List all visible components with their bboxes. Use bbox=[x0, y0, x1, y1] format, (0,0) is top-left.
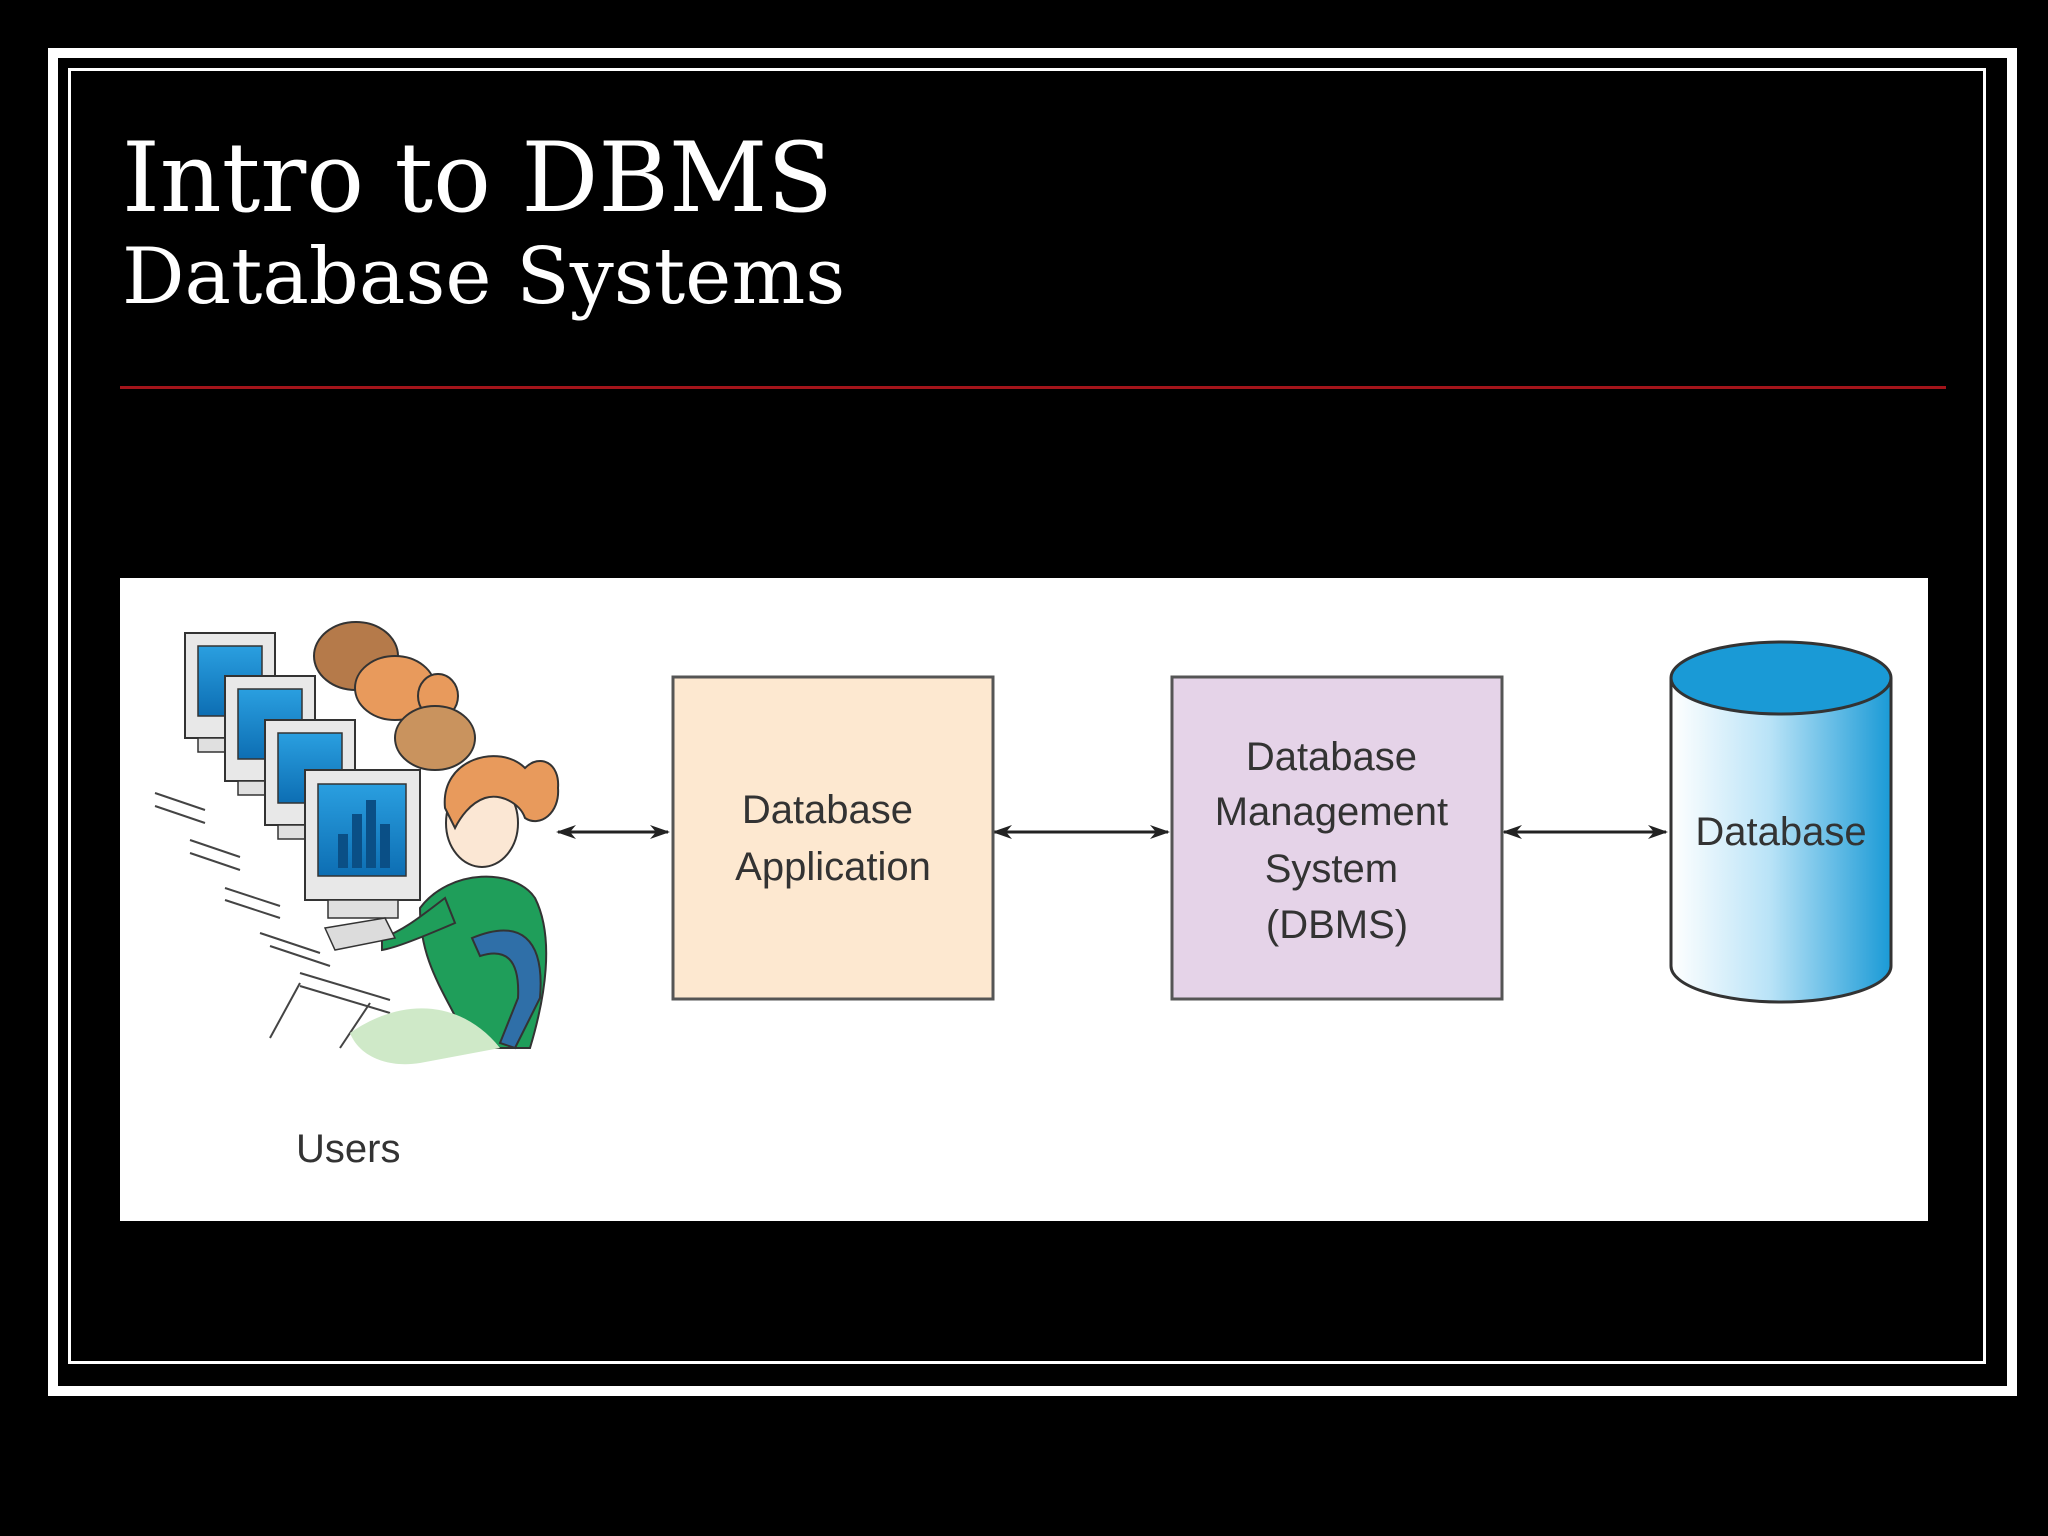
dbms-diagram: Users Database Application Database Mana… bbox=[120, 578, 1928, 1221]
database-application-box: Database Application bbox=[671, 675, 995, 1001]
slide-subtitle: Database Systems bbox=[122, 232, 846, 322]
users-label: Users bbox=[296, 1127, 400, 1171]
application-label-line-2: Application bbox=[735, 845, 931, 889]
title-divider bbox=[120, 386, 1946, 389]
database-label: Database bbox=[1695, 810, 1866, 854]
keyboard-icon bbox=[323, 917, 397, 951]
slide-frame-outer bbox=[48, 48, 2017, 1396]
dbms-label-line-2: Management bbox=[1215, 790, 1448, 834]
dbms-label-line-3: System bbox=[1265, 847, 1398, 891]
user-hair bbox=[443, 755, 560, 831]
dbms-box: Database Management System (DBMS) bbox=[1170, 675, 1504, 1001]
svg-text:Database Management: Database Management System (DBMS) bbox=[1215, 735, 1460, 947]
users-illustration: Users bbox=[154, 621, 560, 1171]
dbms-label-line-1: Database bbox=[1246, 735, 1417, 779]
user-group bbox=[184, 621, 560, 1065]
desk-lines bbox=[154, 792, 391, 1049]
chair-icon bbox=[470, 929, 542, 1050]
slide-frame-inner bbox=[68, 68, 1986, 1364]
dbms-label-line-4: (DBMS) bbox=[1266, 903, 1408, 947]
database-cylinder-icon: Database bbox=[1669, 640, 1893, 1004]
slide-title: Intro to DBMS bbox=[122, 122, 833, 234]
svg-text:Database Application: Database Application bbox=[735, 788, 931, 889]
user-head-icon bbox=[394, 705, 476, 771]
application-label-line-1: Database bbox=[742, 788, 913, 832]
diagram-canvas: Users Database Application Database Mana… bbox=[154, 621, 1893, 1171]
